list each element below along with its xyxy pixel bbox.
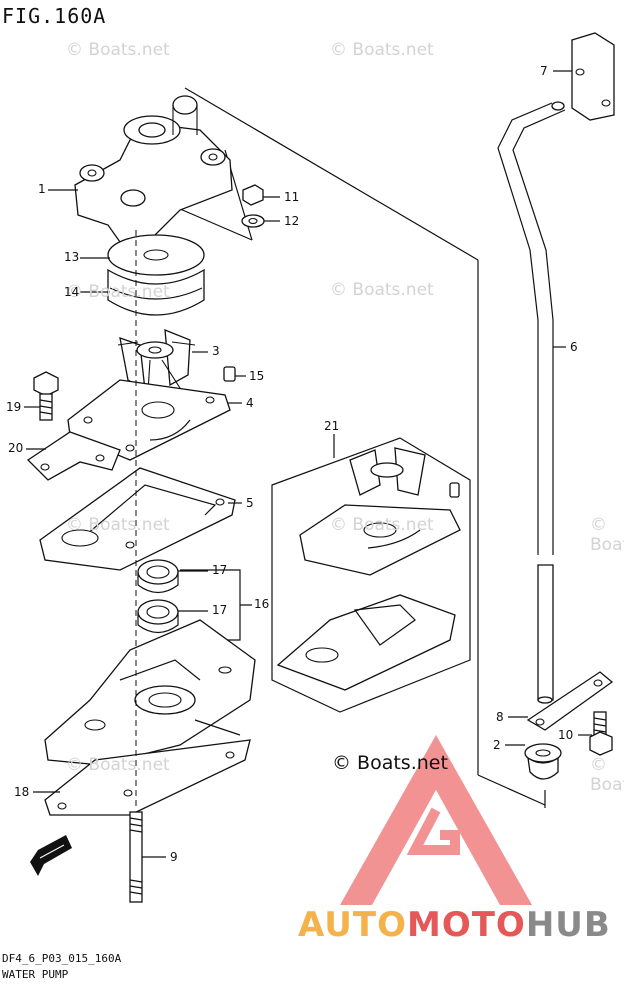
part-gasket-18 xyxy=(44,739,251,816)
automotohub-logo-icon xyxy=(340,735,532,905)
brand-auto: AUTO xyxy=(298,905,407,945)
part-plate-8 xyxy=(526,671,614,731)
watermark-text: © Boats.net xyxy=(330,515,434,535)
callout-17a: 17 xyxy=(212,563,228,577)
part-water-hose-6 xyxy=(497,101,566,704)
part-key xyxy=(223,366,236,382)
part-oil-seals xyxy=(137,559,179,634)
callout-9: 9 xyxy=(170,850,178,864)
brand-hub: HUB xyxy=(525,905,611,945)
callout-13: 13 xyxy=(64,250,80,264)
part-grommet-2 xyxy=(524,743,562,780)
part-gasket-20 xyxy=(26,431,121,481)
callout-21: 21 xyxy=(324,419,340,433)
watermark-text: © Boats.net xyxy=(66,515,170,535)
part-pump-case xyxy=(74,95,233,243)
part-bolt-19 xyxy=(33,371,59,421)
watermark-text: © Boats.net xyxy=(66,755,170,775)
callout-5: 5 xyxy=(246,496,254,510)
callout-10: 10 xyxy=(558,728,574,742)
figure-title: FIG.160A xyxy=(2,4,107,28)
callout-7: 7 xyxy=(540,64,548,78)
watermark-text: © Boats.net xyxy=(330,40,434,60)
callout-12: 12 xyxy=(284,214,300,228)
watermark-main: © Boats.net xyxy=(332,752,448,774)
callout-15: 15 xyxy=(249,369,265,383)
part-liner xyxy=(107,234,205,316)
callout-19: 19 xyxy=(6,400,22,414)
callout-1: 1 xyxy=(38,182,46,196)
part-bolt-10 xyxy=(589,711,613,756)
repair-kit-21 xyxy=(271,437,471,713)
watermark-text: © Boats.net xyxy=(66,282,170,302)
part-plate xyxy=(67,379,231,461)
watermark-text: © Boats.net xyxy=(590,755,624,795)
part-lower-housing xyxy=(44,619,256,766)
automotohub-brand: AUTOMOTOHUB xyxy=(298,905,611,945)
part-stud-9 xyxy=(129,811,143,903)
callout-6: 6 xyxy=(570,340,578,354)
part-impeller xyxy=(117,329,196,393)
callout-16: 16 xyxy=(254,597,270,611)
figure-code: DF4_6_P03_015_160A xyxy=(2,952,122,965)
callout-11: 11 xyxy=(284,190,300,204)
part-nut xyxy=(241,184,265,228)
watermark-text: © Boats.net xyxy=(66,40,170,60)
leader-lines xyxy=(24,70,592,858)
watermark-text: © Boats.net xyxy=(330,280,434,300)
callout-2: 2 xyxy=(493,738,501,752)
callout-3: 3 xyxy=(212,344,220,358)
part-gasket-5 xyxy=(39,467,236,571)
callout-17b: 17 xyxy=(212,603,228,617)
callout-14: 14 xyxy=(64,285,80,299)
callout-8: 8 xyxy=(496,710,504,724)
fwd-arrow-icon xyxy=(30,835,72,876)
watermark-text: © Boats.net xyxy=(590,515,624,555)
figure-name: WATER PUMP xyxy=(2,968,69,981)
callout-18: 18 xyxy=(14,785,30,799)
callout-20: 20 xyxy=(8,441,24,455)
brand-moto: MOTO xyxy=(406,905,526,945)
part-hose-bracket-7 xyxy=(571,32,615,121)
callout-4: 4 xyxy=(246,396,254,410)
